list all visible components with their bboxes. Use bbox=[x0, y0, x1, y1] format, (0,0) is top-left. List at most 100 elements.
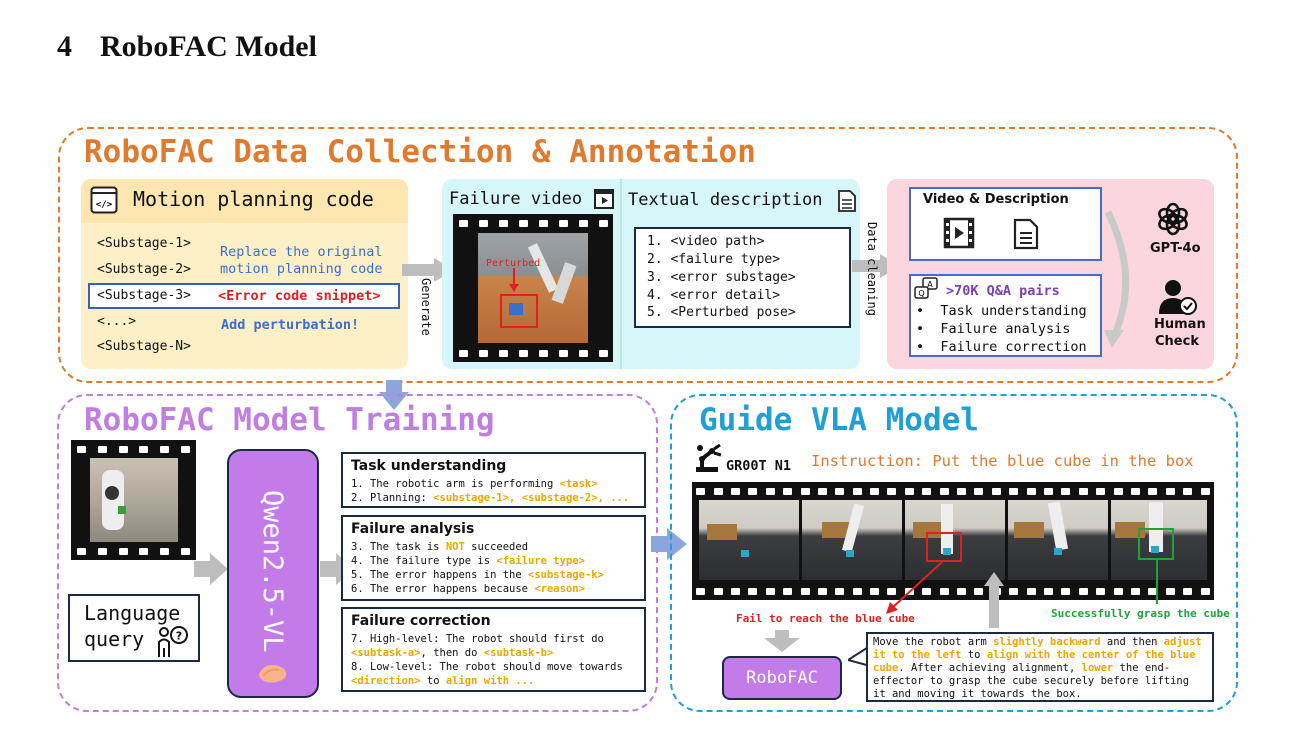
instruction-text: Instruction: Put the blue cube in the bo… bbox=[811, 452, 1194, 470]
video-icon bbox=[594, 189, 614, 213]
guide-frame-1 bbox=[699, 500, 799, 580]
motion-header: Motion planning code bbox=[133, 187, 374, 211]
correction-direction: <direction> bbox=[351, 675, 421, 687]
qa-item-3: • Failure correction bbox=[916, 339, 1087, 355]
correction-line-7b: , then do bbox=[420, 647, 484, 659]
guide-frame-4 bbox=[1008, 500, 1108, 580]
correction-card-title: Failure correction bbox=[351, 613, 491, 629]
qa-item-2-text: Failure analysis bbox=[940, 321, 1071, 337]
correction-highlight: adjust it to the left bbox=[873, 636, 1202, 661]
collection-title: RoboFAC Data Collection & Annotation bbox=[84, 134, 756, 170]
guide-frame-3 bbox=[905, 500, 1005, 580]
correction-segment: and then bbox=[1100, 636, 1164, 648]
correction-text: Move the robot arm slightly backward and… bbox=[873, 636, 1207, 701]
textual-item-2: 2. <failure type> bbox=[647, 252, 781, 267]
person-question-icon: ? bbox=[156, 624, 188, 662]
training-video-frame bbox=[90, 458, 178, 542]
failure-video-frame bbox=[478, 233, 588, 343]
perturbed-arrow bbox=[508, 268, 520, 296]
analysis-line-3-post: succeeded bbox=[464, 541, 529, 553]
correction-highlight: slightly backward bbox=[993, 636, 1101, 648]
correction-highlight: lower bbox=[1081, 662, 1114, 674]
correction-segment: the end-effector to grasp the cube secur… bbox=[873, 662, 1190, 700]
guide-panel bbox=[670, 394, 1238, 712]
correction-align: align with ... bbox=[445, 675, 535, 687]
analysis-line-3-highlight: NOT bbox=[445, 541, 465, 553]
correction-segment: Move the robot arm bbox=[873, 636, 994, 648]
robofac-block: RoboFAC bbox=[722, 656, 842, 700]
guide-frame-2 bbox=[802, 500, 902, 580]
perturbed-box bbox=[500, 294, 538, 328]
analysis-line-4-highlight: <failure type> bbox=[496, 555, 585, 567]
svg-text:Q: Q bbox=[918, 289, 924, 298]
down-to-robofac-arrow bbox=[764, 630, 800, 656]
failure-video-header: Failure video bbox=[449, 189, 583, 209]
analysis-line-5-highlight: <substage-k> bbox=[528, 569, 604, 581]
down-arrow bbox=[379, 380, 409, 414]
qa-title: >70K Q&A pairs bbox=[946, 283, 1060, 299]
openai-icon bbox=[1156, 202, 1190, 240]
gpt-label: GPT-4o bbox=[1150, 241, 1201, 256]
film-icon bbox=[943, 217, 975, 253]
video-desc-inner bbox=[909, 187, 1102, 261]
correction-line-8b: to bbox=[420, 675, 446, 687]
perturbed-cube bbox=[509, 303, 523, 315]
curved-arrow bbox=[1104, 208, 1144, 352]
add-perturbation: Add perturbation! bbox=[221, 317, 360, 333]
fail-callout-line bbox=[880, 560, 950, 620]
substage-1: <Substage-1> bbox=[97, 236, 191, 251]
qwen-model-name: Qwen2.5-VL bbox=[257, 490, 288, 653]
analysis-line-4: 4. The failure type is bbox=[351, 555, 497, 567]
fail-label: Fail to reach the blue cube bbox=[736, 612, 915, 625]
error-snippet: <Error code snippet> bbox=[218, 288, 381, 304]
svg-text:A: A bbox=[927, 280, 933, 289]
motion-header-bar bbox=[81, 179, 408, 223]
task-card-title: Task understanding bbox=[351, 458, 507, 474]
task-line-1-highlight: <task> bbox=[559, 478, 598, 490]
error-row-box bbox=[88, 283, 400, 309]
correction-segment: . After achieving alignment, bbox=[898, 662, 1082, 674]
qa-item-3-text: Failure correction bbox=[940, 339, 1087, 355]
guide-frame-5 bbox=[1111, 500, 1207, 580]
code-file-icon: </> bbox=[90, 186, 118, 214]
up-arrow bbox=[984, 572, 1004, 632]
analysis-line-6: 6. The error happens because bbox=[351, 583, 535, 595]
textual-item-5: 5. <Perturbed pose> bbox=[647, 305, 796, 320]
video-desc-title: Video & Description bbox=[923, 192, 1069, 207]
textual-item-4: 4. <error detail> bbox=[647, 288, 781, 303]
analysis-line-5: 5. The error happens in the bbox=[351, 569, 529, 581]
analysis-line-6-highlight: <reason> bbox=[534, 583, 585, 595]
qwen-logo-icon bbox=[257, 660, 291, 688]
replace-line-2: motion planning code bbox=[220, 261, 383, 277]
collection-panel bbox=[58, 127, 1238, 383]
qa-item-1-text: Task understanding bbox=[940, 303, 1087, 319]
success-label: Successfully grasp the cube bbox=[1051, 607, 1230, 620]
training-panel bbox=[57, 394, 658, 712]
training-title: RoboFAC Model Training bbox=[84, 402, 495, 438]
qwen-model-block bbox=[227, 449, 319, 698]
doc-icon bbox=[837, 190, 857, 216]
correction-highlight: align with the center of the blue cube bbox=[873, 649, 1196, 674]
qa-inner bbox=[909, 274, 1102, 357]
correction-line-7a: 7. High-level: The robot should first do bbox=[351, 633, 604, 645]
perturbed-label: Perturbed bbox=[486, 258, 541, 269]
textual-item-1: 1. <video path> bbox=[647, 234, 765, 249]
replace-line-1: Replace the original bbox=[220, 244, 383, 260]
task-understanding-card: Task understanding 1. The robotic arm is… bbox=[341, 452, 646, 508]
video-to-model-arrow bbox=[194, 553, 228, 589]
cleaning-label: Data cleaning bbox=[865, 222, 879, 316]
robot-label: GR00T N1 bbox=[726, 458, 792, 474]
document-icon bbox=[1013, 218, 1039, 254]
substage-2: <Substage-2> bbox=[97, 262, 191, 277]
language-query-line-1: Language bbox=[84, 601, 181, 625]
textual-item-3: 3. <error substage> bbox=[647, 270, 796, 285]
section-number: 4 bbox=[57, 30, 72, 63]
fail-highlight-box bbox=[926, 532, 962, 562]
failure-correction-card: Failure correction 7. High-level: The ro… bbox=[341, 607, 646, 692]
human-label-1: Human bbox=[1154, 317, 1206, 332]
success-callout-line bbox=[1156, 560, 1158, 604]
correction-bubble: Move the robot arm slightly backward and… bbox=[866, 632, 1214, 702]
human-label-2: Check bbox=[1155, 334, 1199, 349]
